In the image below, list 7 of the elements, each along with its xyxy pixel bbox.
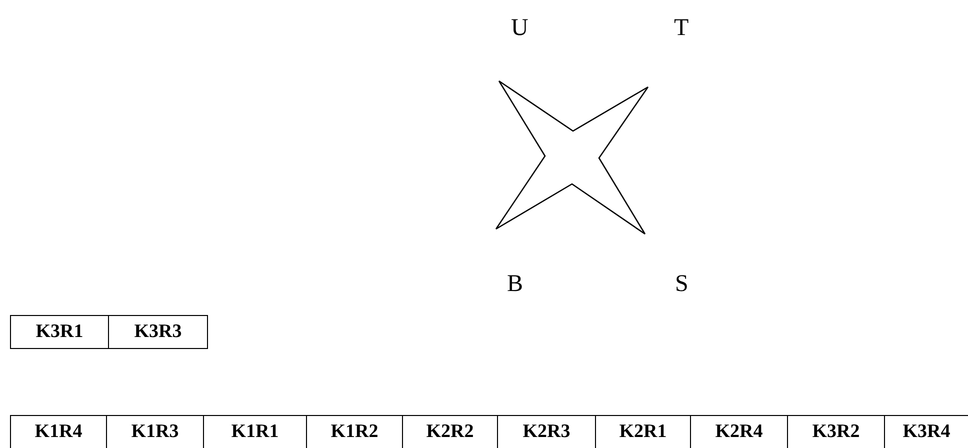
table-cell: K1R4 [10,415,107,448]
corner-letter: U [511,16,528,40]
table-cell: K3R1 [10,315,109,349]
table-cell: K3R3 [108,315,208,349]
corner-letter: B [507,272,524,296]
corner-letter: S [675,272,688,296]
corner-letter: T [674,16,689,40]
